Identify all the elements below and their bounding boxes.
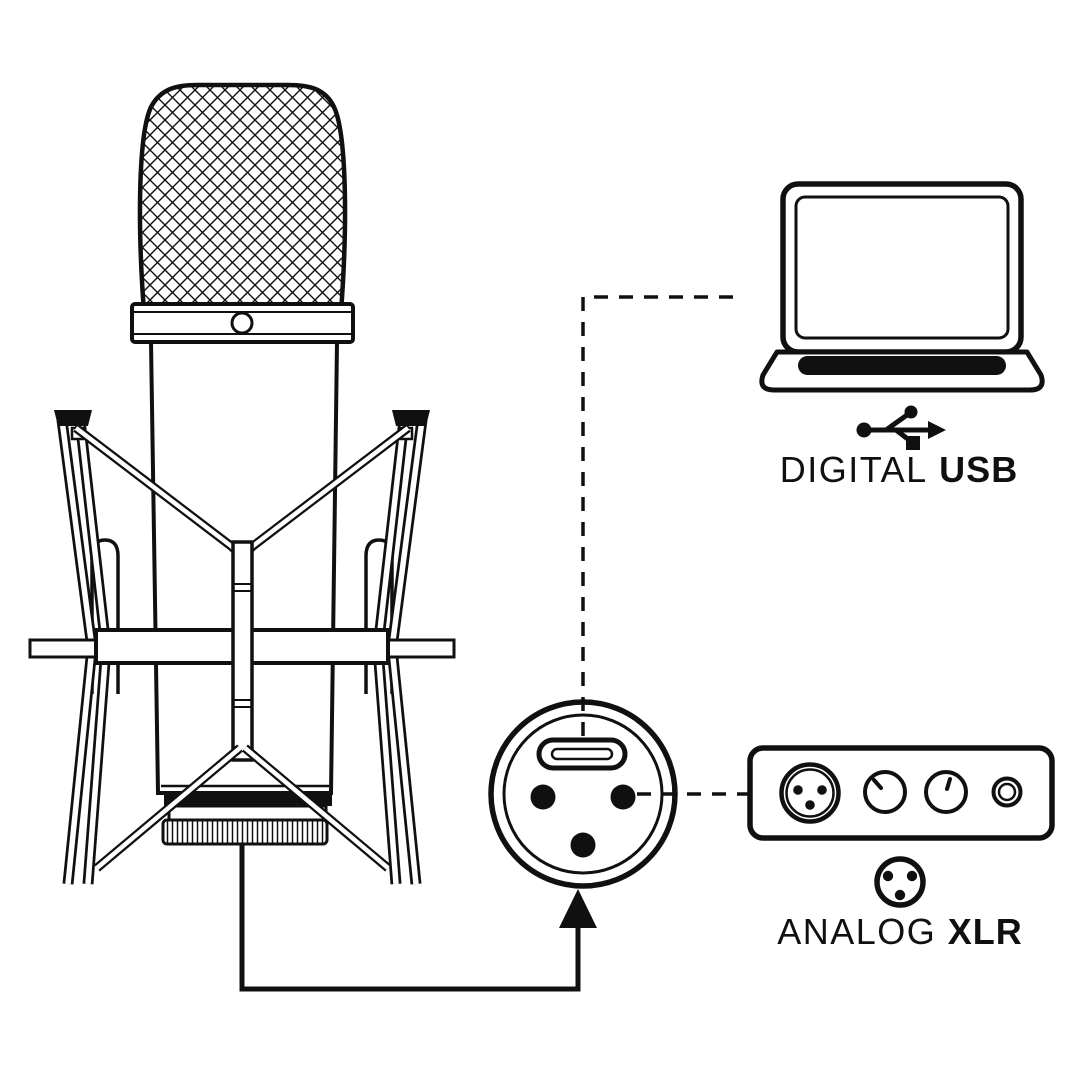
- mic-band: [130, 302, 355, 344]
- mic-bottom-black-ring: [164, 795, 332, 806]
- bottom-elastic-band: [94, 744, 391, 872]
- interface-gain-knob: [863, 770, 907, 814]
- mic-cable-arrow: [239, 844, 597, 992]
- interface-output-jack: [991, 776, 1023, 808]
- usb-connection-dashed-line: [581, 295, 744, 736]
- usb-c-port: [536, 737, 628, 771]
- analog-xlr-label-normal: ANALOG: [777, 911, 937, 952]
- shock-mount: [28, 410, 456, 885]
- xlr-connector-icon: [874, 856, 926, 908]
- analog-xlr-label-bold: XLR: [947, 911, 1023, 952]
- xlr-pin-bottom: [570, 832, 596, 858]
- mic-indicator-circle: [230, 311, 254, 335]
- audio-interface-illustration: [747, 745, 1055, 841]
- xlr-pin-right: [610, 784, 636, 810]
- mic-grille-mesh: [137, 82, 348, 315]
- digital-usb-label-normal: DIGITAL: [779, 449, 928, 490]
- digital-usb-label-bold: USB: [939, 449, 1019, 490]
- right-arm-cap: [392, 410, 430, 426]
- mic-knurled-ring: [161, 818, 329, 846]
- usb-trident-icon: [856, 405, 946, 450]
- laptop-keyboard: [798, 356, 1006, 375]
- arrowhead: [559, 889, 597, 928]
- laptop-screen: [794, 195, 1010, 340]
- interface-level-knob: [924, 770, 968, 814]
- laptop-illustration: [759, 181, 1045, 393]
- microphone-illustration: [28, 82, 456, 885]
- interface-xlr-input: [779, 762, 841, 824]
- xlr-pin-left: [530, 784, 556, 810]
- left-arm-cap: [54, 410, 92, 426]
- digital-usb-label: DIGITAL USB: [780, 452, 1018, 488]
- center-post: [231, 540, 254, 762]
